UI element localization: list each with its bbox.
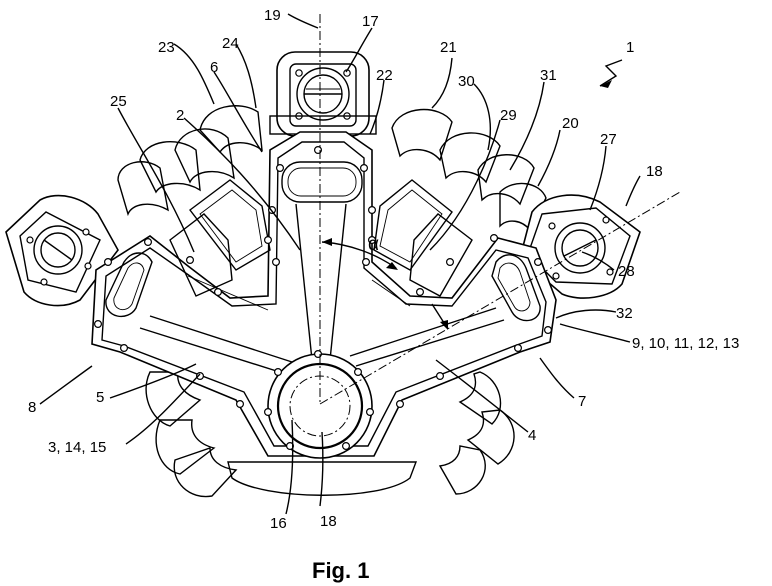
- label-3-14-15: 3, 14, 15: [48, 439, 106, 456]
- label-17: 17: [362, 13, 379, 30]
- label-27: 27: [600, 131, 617, 148]
- label-18-upper: 18: [646, 163, 663, 180]
- label-29: 29: [500, 107, 517, 124]
- label-30: 30: [458, 73, 475, 90]
- label-16: 16: [270, 515, 287, 532]
- label-7: 7: [578, 393, 586, 410]
- label-5: 5: [96, 389, 104, 406]
- label-8: 8: [28, 399, 36, 416]
- axes: [319, 14, 681, 405]
- label-24: 24: [222, 35, 239, 52]
- label-6: 6: [210, 59, 218, 76]
- label-19: 19: [264, 7, 281, 24]
- label-21: 21: [440, 39, 457, 56]
- label-23: 23: [158, 39, 175, 56]
- label-1: 1: [626, 39, 634, 56]
- label-2: 2: [176, 107, 184, 124]
- exhaust-manifolds: [117, 105, 547, 498]
- label-20: 20: [562, 115, 579, 132]
- figure-caption: Fig. 1: [312, 558, 369, 583]
- label-18-lower: 18: [320, 513, 337, 530]
- bolts: [93, 146, 552, 451]
- label-9-13: 9, 10, 11, 12, 13: [632, 335, 739, 352]
- label-25: 25: [110, 93, 127, 110]
- label-alpha: α: [368, 234, 379, 255]
- label-31: 31: [540, 67, 557, 84]
- reference-labels: 1 19 17 23 24 21 6 22 30 31 25 2 29 20 2…: [28, 7, 739, 532]
- label-32: 32: [616, 305, 633, 322]
- label-28: 28: [618, 263, 635, 280]
- label-22: 22: [376, 67, 393, 84]
- leader-lines: [39, 13, 641, 515]
- label-4: 4: [528, 427, 536, 444]
- top-throttle-body: [269, 51, 377, 137]
- left-throttle-body: [5, 194, 119, 307]
- right-throttle-body: [519, 194, 641, 299]
